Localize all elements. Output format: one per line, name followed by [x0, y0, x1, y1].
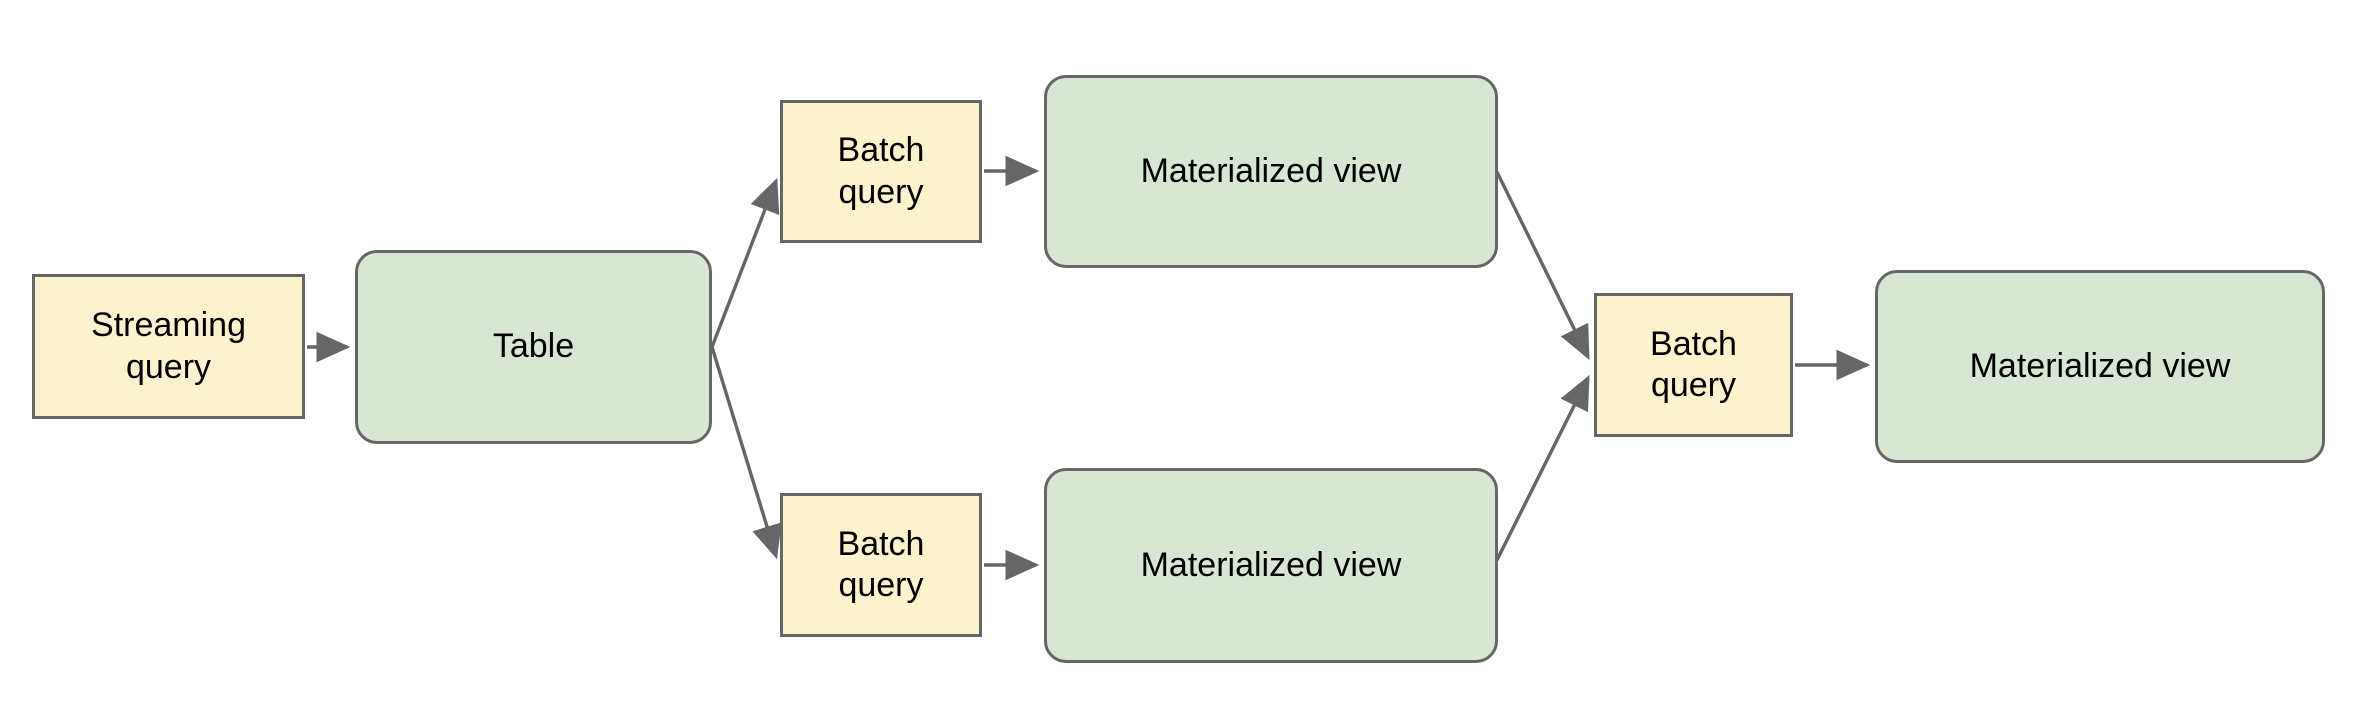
node-materialized-view-final[interactable]: Materialized view: [1875, 270, 2325, 463]
edge-materialized-view-bottom-to-batch-query-merge: [1495, 374, 1590, 561]
node-streaming-query[interactable]: Streaming query: [32, 274, 305, 419]
node-label-streaming-query: Streaming query: [91, 306, 246, 386]
node-batch-query-bottom[interactable]: Batch query: [780, 493, 982, 637]
node-batch-query-top[interactable]: Batch query: [780, 100, 982, 243]
edge-table-to-batch-query-bottom: [710, 346, 782, 560]
node-label-batch-query-merge: Batch query: [1650, 324, 1737, 404]
node-label-materialized-view-top: Materialized view: [1140, 151, 1402, 190]
node-label-batch-query-top: Batch query: [837, 131, 925, 211]
node-materialized-view-top[interactable]: Materialized view: [1044, 75, 1498, 268]
node-label-materialized-view-final: Materialized view: [1969, 346, 2231, 385]
node-label-materialized-view-bottom: Materialized view: [1140, 545, 1402, 584]
edge-table-to-batch-query-top: [710, 177, 780, 348]
node-table[interactable]: Table: [355, 250, 712, 444]
node-label-table: Table: [492, 327, 575, 366]
edge-materialized-view-top-to-batch-query-merge: [1495, 171, 1590, 361]
node-materialized-view-bottom[interactable]: Materialized view: [1044, 468, 1498, 663]
node-label-batch-query-bottom: Batch query: [837, 524, 925, 604]
node-batch-query-merge[interactable]: Batch query: [1594, 293, 1793, 437]
